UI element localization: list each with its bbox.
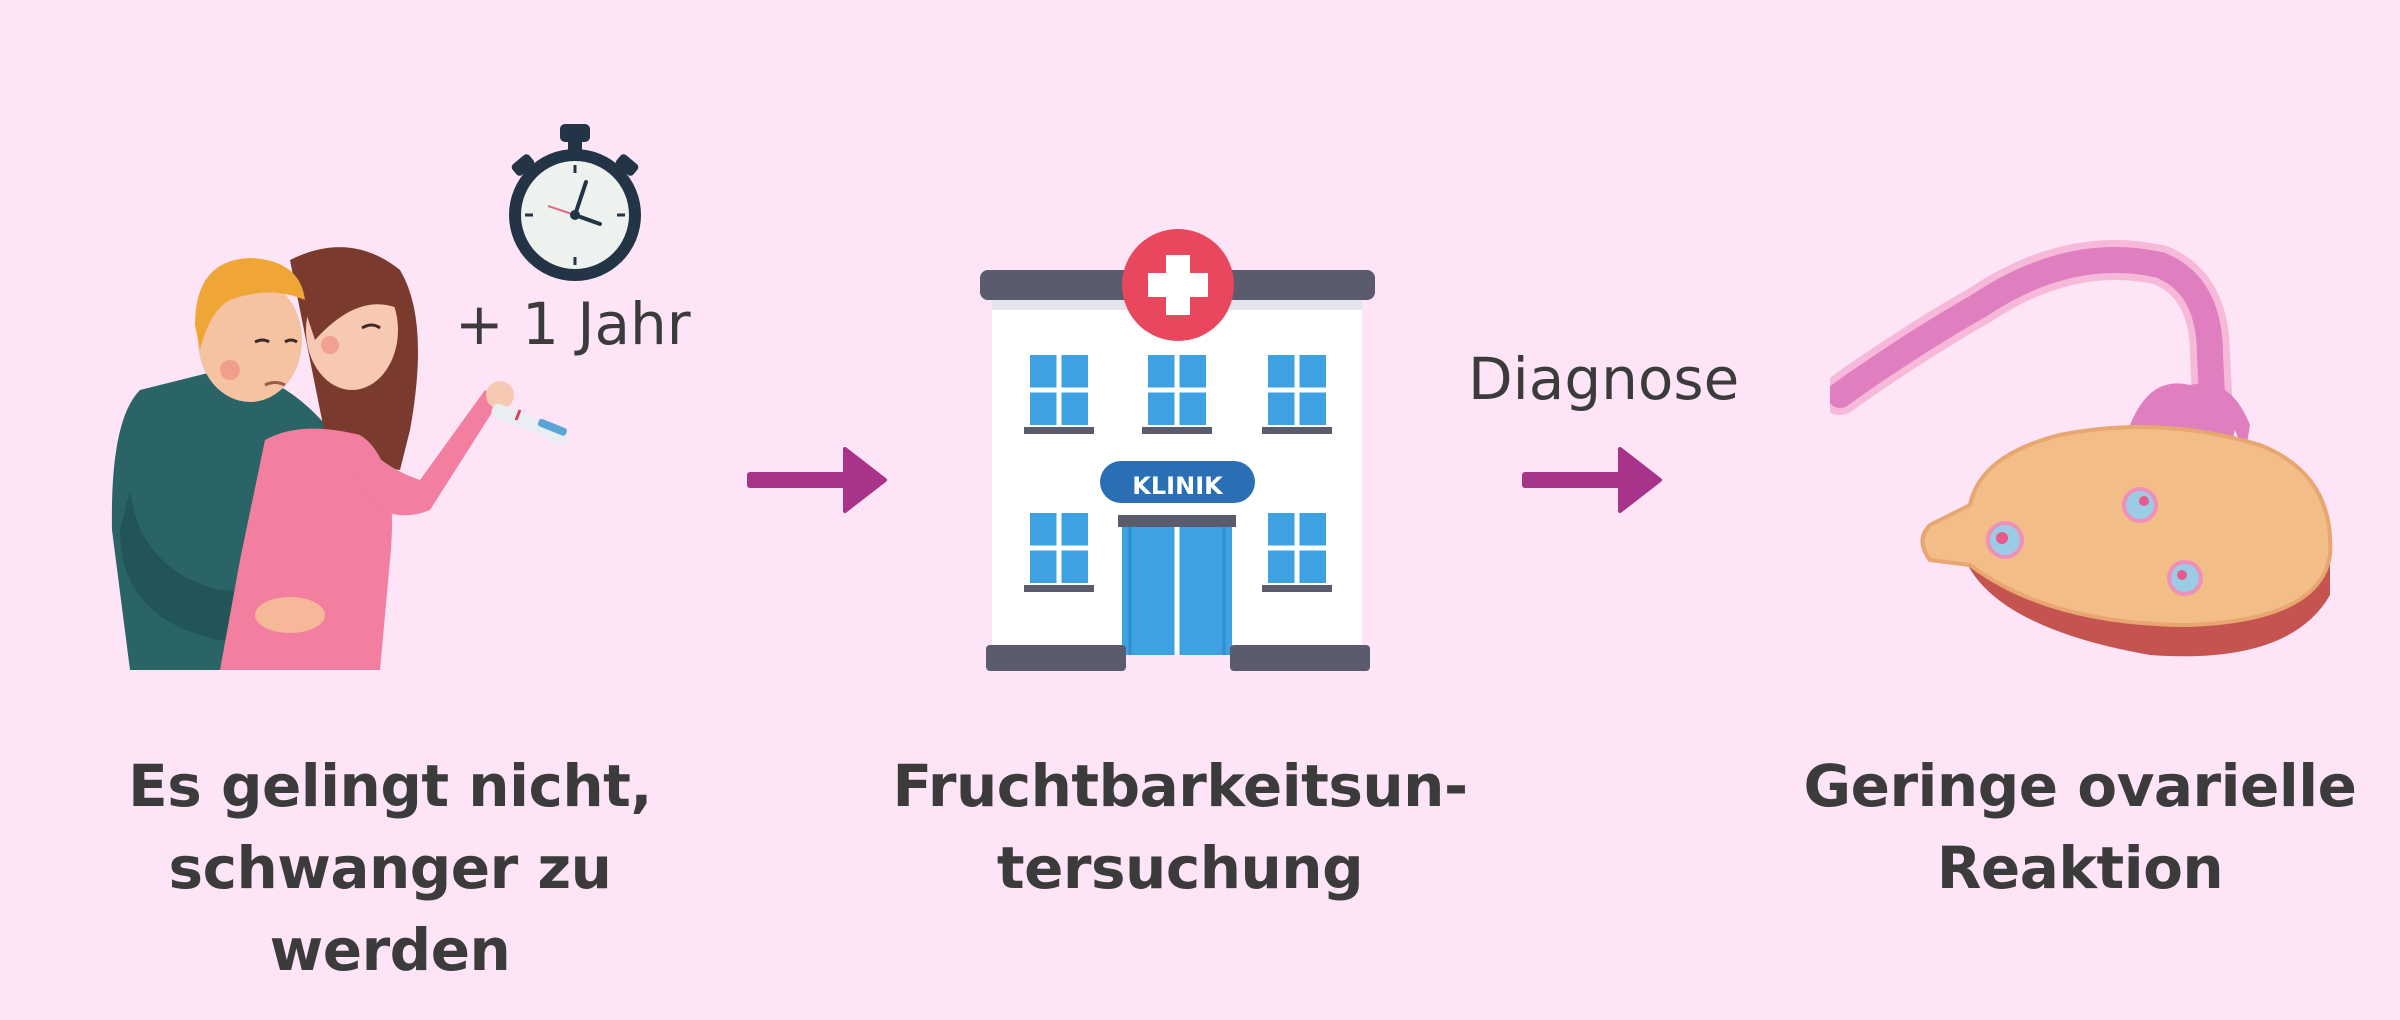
clinic-building [980, 229, 1375, 671]
couple-illustration [111, 247, 568, 670]
arrow-2-icon [1522, 447, 1662, 513]
step-3: Geringe ovarielle Reaktion [1760, 0, 2400, 1020]
arrow-1-icon [747, 447, 887, 513]
step-3-title: Geringe ovarielle Reaktion [1803, 752, 2357, 902]
step-1-title: Es gelingt nicht, schwanger zu werden [128, 752, 652, 984]
step-2-title: Fruchtbarkeitsun- tersuchung [892, 752, 1468, 902]
step-1: + 1 Jahr Es gelingt nicht, schwanger zu … [0, 0, 760, 1020]
arrow-2-label: Diagnose [1468, 345, 1740, 413]
time-note: + 1 Jahr [455, 290, 691, 358]
stopwatch-icon [509, 124, 641, 281]
clinic-sign: KLINIK [1132, 472, 1223, 500]
ovary-illustration [1830, 240, 2333, 657]
step-2: KLINIK Fruchtbarkeitsun- tersuchung [860, 0, 1540, 1020]
